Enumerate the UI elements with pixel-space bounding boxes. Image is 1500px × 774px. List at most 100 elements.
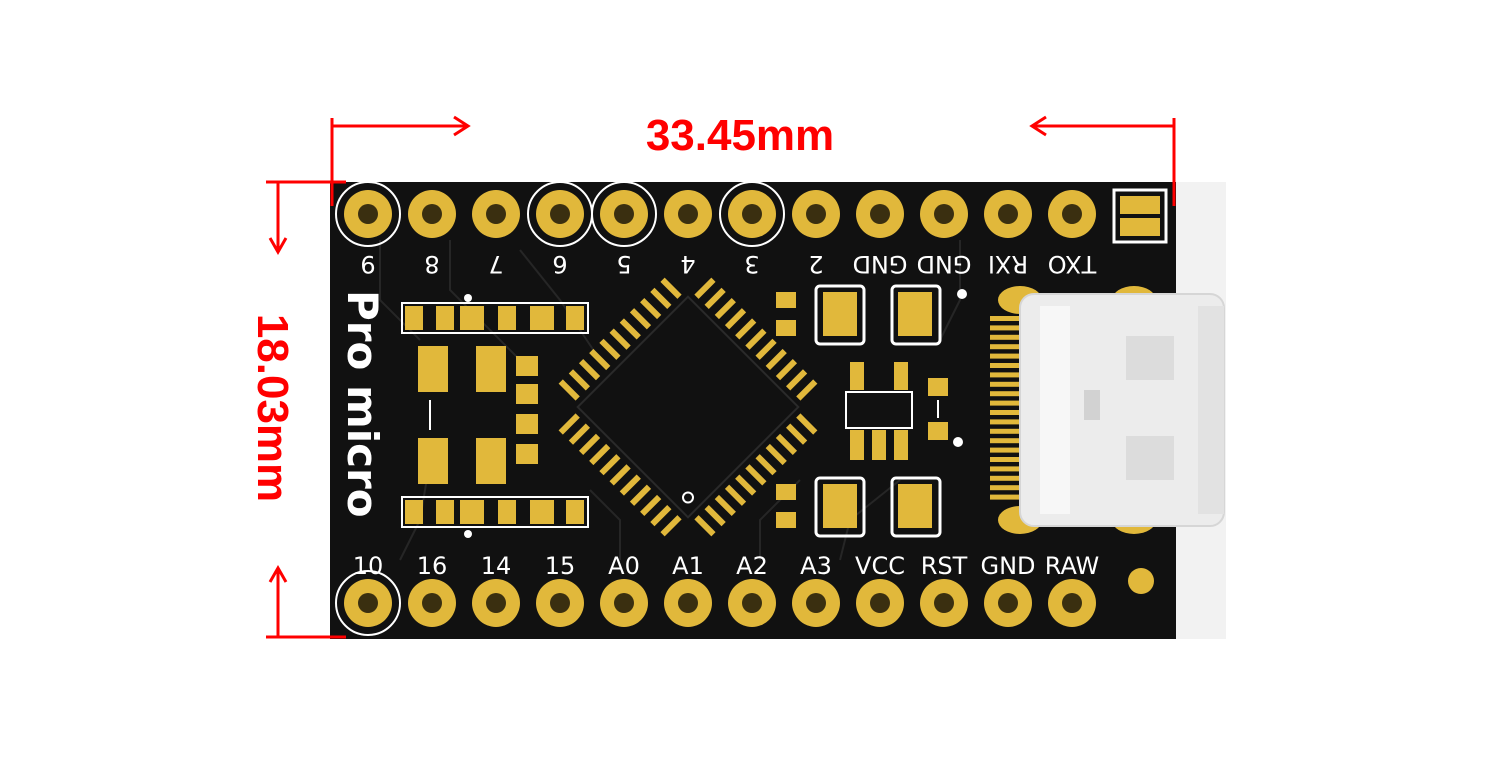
pin-hole [422, 204, 442, 224]
pin-hole [870, 593, 890, 613]
pin-hole [1062, 593, 1082, 613]
pin-label: 9 [360, 250, 375, 278]
microcontroller-chip [558, 277, 818, 537]
pin-label: RAW [1045, 552, 1100, 580]
pin-label: RST [921, 552, 968, 580]
mcu-pin [755, 454, 777, 476]
mcu-pin [640, 297, 662, 320]
pin-label: 5 [616, 250, 631, 278]
usb-c-connector [990, 286, 1225, 534]
usb-contact [990, 391, 1020, 397]
pin-label: A1 [672, 552, 704, 580]
pin-label: A3 [800, 552, 832, 580]
mcu-pin [599, 338, 621, 360]
mcu-pin [589, 443, 611, 466]
usb-contact [990, 344, 1020, 350]
usb-contact [990, 466, 1020, 472]
mcu-pin [714, 297, 736, 320]
pin-hole [486, 593, 506, 613]
usb-contact [990, 363, 1020, 368]
usb-contact [990, 475, 1020, 481]
mcu-pin [619, 318, 641, 340]
pin-label: A0 [608, 552, 640, 580]
pin-hole [550, 593, 570, 613]
pin-hole [998, 204, 1018, 224]
solder-jumper [1112, 188, 1168, 244]
pin-label: RXI [988, 250, 1028, 278]
extra-pad [1128, 568, 1154, 594]
pin-label: 7 [488, 250, 503, 278]
pin-label: 6 [552, 250, 567, 278]
mcu-pin [599, 454, 621, 476]
pin-hole [614, 593, 634, 613]
mcu-pin [755, 338, 777, 360]
mcu-pin [724, 308, 747, 330]
pin-hole [742, 593, 762, 613]
top-pin-header [335, 181, 1096, 247]
pin-hole [358, 593, 378, 613]
mcu-pin [609, 464, 631, 486]
pin-label: 15 [545, 552, 576, 580]
mcu-capacitors [776, 292, 796, 528]
pin-hole [550, 204, 570, 224]
mcu-pin [735, 318, 757, 340]
pin-label: GND [916, 250, 971, 278]
mcu-pin [558, 413, 580, 435]
mcu-pin1-marker [682, 491, 694, 504]
pin-hole [934, 593, 954, 613]
mcu-pin [796, 413, 818, 435]
mcu-pin [796, 379, 818, 401]
mcu-pin [714, 494, 736, 517]
height-dimension-label: 18.03mm [248, 314, 297, 502]
mcu-body [576, 295, 800, 519]
usb-contact [990, 419, 1020, 425]
pin-hole [678, 204, 698, 224]
mcu-pin [745, 328, 767, 350]
pin-hole [678, 593, 698, 613]
pin-hole [806, 593, 826, 613]
pin-label: VCC [855, 552, 905, 580]
pin-ring [719, 181, 785, 247]
mcu-pin [650, 505, 672, 527]
mcu-pin [609, 328, 631, 350]
mcu-pin [694, 515, 716, 537]
usb-contact [990, 381, 1020, 387]
usb-contact [990, 428, 1020, 434]
pin-label: 3 [744, 250, 759, 278]
mcu-pin [745, 464, 767, 486]
pin-hole [358, 204, 378, 224]
usb-contact [990, 438, 1020, 444]
usb-contact [990, 447, 1020, 453]
usb-contact [990, 334, 1020, 340]
mcu-pin [786, 423, 808, 445]
pin-label: TXO [1048, 250, 1097, 278]
pin-label: 16 [417, 552, 448, 580]
pin-label: GND [980, 552, 1035, 580]
pin-label: 8 [424, 250, 439, 278]
regulator-area [814, 284, 967, 538]
mcu-pin [765, 443, 787, 466]
pin-label: GND [852, 250, 907, 278]
pin-label: 10 [353, 552, 384, 580]
mcu-pin [619, 474, 641, 496]
pin-ring [591, 181, 657, 247]
mcu-pin [694, 277, 716, 299]
pin-label: 4 [680, 250, 695, 278]
left-components [405, 294, 584, 538]
pin-hole [614, 204, 634, 224]
mcu-pin [650, 287, 672, 309]
pin-hole [934, 204, 954, 224]
mcu-pin [660, 515, 682, 537]
usb-contact [990, 372, 1020, 378]
pin-hole [422, 593, 442, 613]
width-dimension [330, 115, 1176, 206]
pin-ring [335, 181, 401, 247]
pin-hole [998, 593, 1018, 613]
bottom-pin-header [335, 570, 1096, 636]
mcu-pin [629, 308, 652, 330]
usb-contact [990, 494, 1020, 500]
mcu-pin [578, 433, 601, 455]
usb-contact [990, 400, 1020, 406]
